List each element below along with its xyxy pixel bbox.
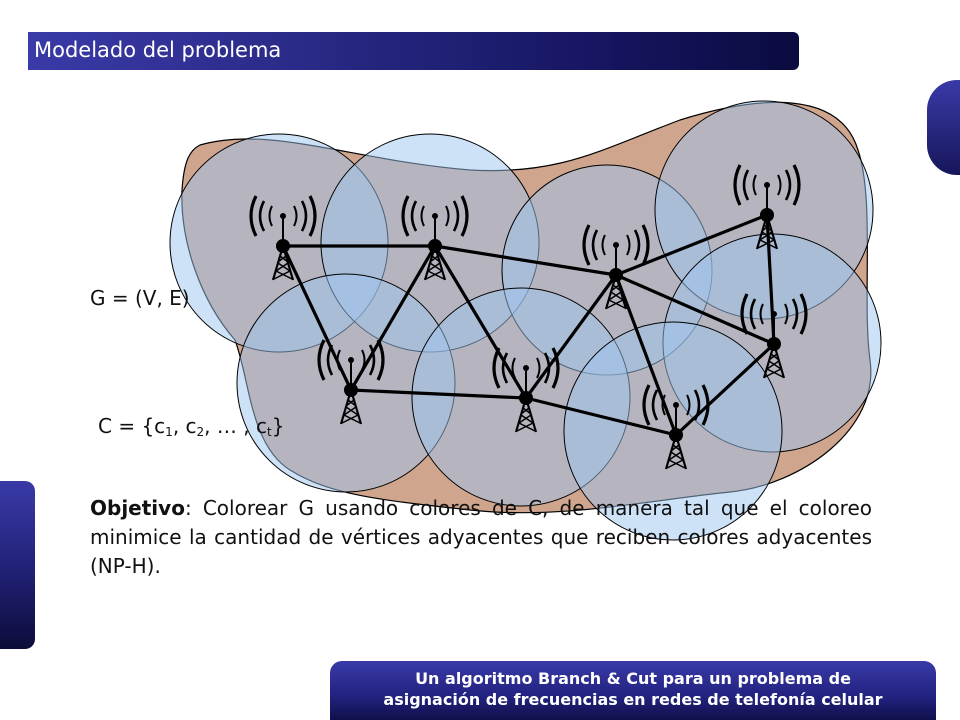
graph-vertex <box>760 208 774 222</box>
color-set-definition: C = {c1, c2, … , ct} <box>98 414 285 439</box>
footer-line-2: asignación de frecuencias en redes de te… <box>383 690 883 709</box>
graph-vertex <box>344 383 358 397</box>
graph-edge <box>349 388 528 400</box>
graph-edge <box>349 244 437 392</box>
graph-vertex <box>519 391 533 405</box>
graph-edge <box>281 244 353 392</box>
graph-edge <box>674 342 776 437</box>
graph-edge <box>433 244 528 400</box>
side-bar-decoration <box>0 481 35 649</box>
graph-vertex <box>276 239 290 253</box>
graph-edge <box>524 396 678 437</box>
footer-line-1: Un algoritmo Branch & Cut para un proble… <box>415 669 851 688</box>
graph-vertex <box>428 239 442 253</box>
graph-edge <box>433 244 618 277</box>
side-tab-decoration <box>927 80 960 175</box>
graph-vertex <box>767 337 781 351</box>
graph-edge <box>614 213 769 277</box>
title-bar: Modelado del problema <box>28 32 799 70</box>
graph-vertex <box>669 428 683 442</box>
graph-vertex <box>609 268 623 282</box>
graph-edge <box>614 273 678 437</box>
graph-definition: G = (V, E) <box>90 286 190 310</box>
objective-label: Objetivo <box>90 496 185 520</box>
objective-text: Objetivo: Colorear G usando colores de C… <box>90 494 872 581</box>
graph-edge <box>524 273 618 400</box>
objective-body: : Colorear G usando colores de C, de man… <box>90 496 872 578</box>
footer-banner: Un algoritmo Branch & Cut para un proble… <box>330 661 936 720</box>
page-title: Modelado del problema <box>34 38 282 62</box>
